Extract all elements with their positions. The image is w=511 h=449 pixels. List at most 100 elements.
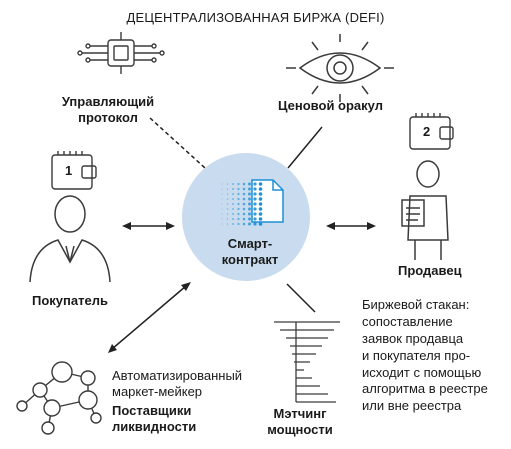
chip-icon [77,32,165,74]
buyer-person-icon [29,195,111,283]
order-book-line: алгоритма в реестре [362,381,488,397]
governance-line2: протокол [78,109,138,125]
doc-dot [237,197,240,201]
doc-dot [232,213,234,215]
doc-dot [248,222,251,226]
matching-bars-icon [274,321,340,403]
doc-dot [221,188,223,190]
doc-dot [226,193,229,195]
network-icon [16,361,102,435]
doc-dot [221,213,223,215]
market-maker-label: Автоматизированный маркет-мейкер [112,368,242,400]
governance-label: Управляющий протокол [48,94,168,126]
order-book-line: сопоставление [362,313,453,329]
smart-contract-node [182,153,310,281]
liquidity-arrow [111,285,187,350]
doc-dot [242,182,246,186]
doc-dot [226,218,229,220]
doc-dot [253,207,257,211]
doc-dot [253,187,257,191]
doc-dot [258,222,263,226]
liquidity-label: Поставщики ликвидности [112,403,196,435]
doc-dot [226,208,229,210]
document-icon [221,179,284,226]
doc-dot [232,198,234,200]
doc-dot [242,202,246,206]
seller-wallet-icon [409,113,454,150]
doc-dot [226,183,229,185]
liquidity-line2: ликвидности [112,418,197,434]
matching-label: Мэтчинг мощности [258,406,342,438]
doc-dot [253,197,257,201]
doc-dot [242,207,246,211]
arrowheads [108,222,376,353]
doc-dot [253,222,257,226]
doc-dot [242,212,246,216]
doc-dot [237,187,240,191]
doc-dot [253,217,257,221]
doc-dot [242,217,246,221]
doc-dot [248,212,251,216]
order-book-line: или вне реестра [362,398,462,414]
doc-dot [221,218,223,220]
doc-dot [248,202,251,206]
doc-dot [248,192,251,196]
doc-dot [221,193,223,195]
doc-dot [226,203,229,205]
doc-dot [258,182,263,186]
connectors [111,117,370,350]
doc-dot [221,183,223,185]
doc-dot [226,188,229,190]
matching-line1: Мэтчинг [273,406,327,421]
governance-connector [149,117,206,169]
oracle-connector [287,126,323,169]
doc-dot [237,202,240,206]
doc-dot [242,222,246,226]
doc-dot [258,217,263,221]
oracle-label: Ценовой оракул [278,98,383,113]
doc-dot [258,212,263,216]
governance-line1: Управляющий [61,94,155,109]
matching-connector [286,283,316,313]
doc-dot [248,182,251,186]
doc-dot [237,207,240,211]
doc-dot [237,192,240,196]
doc-dot [242,192,246,196]
doc-dot [258,197,263,201]
doc-dot [221,198,223,200]
doc-dot [221,203,223,205]
doc-dot [237,217,240,221]
doc-dot [232,188,234,190]
doc-dot [237,182,240,186]
doc-dot [237,212,240,216]
order-book-line: заявок продавца [362,330,464,346]
doc-dot [226,198,229,200]
doc-dot [248,217,251,221]
order-book-line: Биржевой стакан: [362,297,470,312]
smart-contract-line1: Смарт- [227,236,273,251]
doc-dot [248,207,251,211]
doc-dot [258,207,263,211]
seller-person-icon [401,160,449,260]
order-book-line: и покупателя про- [362,347,471,363]
doc-dot [258,187,263,191]
doc-dot [253,182,257,186]
doc-dot [237,222,240,226]
smart-contract-line2: контракт [221,251,279,267]
doc-dot [242,197,246,201]
doc-dot [253,192,257,196]
market-maker-line1: Автоматизированный [112,368,243,383]
diagram-title: ДЕЦЕНТРАЛИЗОВАННАЯ БИРЖА (DEFI) [126,10,385,25]
order-book-text: Биржевой стакан: сопоставление заявок пр… [362,297,488,415]
eye-icon [286,34,394,102]
matching-line2: мощности [267,421,333,437]
doc-dot [253,212,257,216]
doc-dot [248,187,251,191]
buyer-wallet-icon [51,151,97,190]
smart-contract-label: Смарт- контракт [190,236,310,268]
doc-dot [253,202,257,206]
market-maker-line2: маркет-мейкер [112,383,203,399]
doc-dot [221,223,223,225]
